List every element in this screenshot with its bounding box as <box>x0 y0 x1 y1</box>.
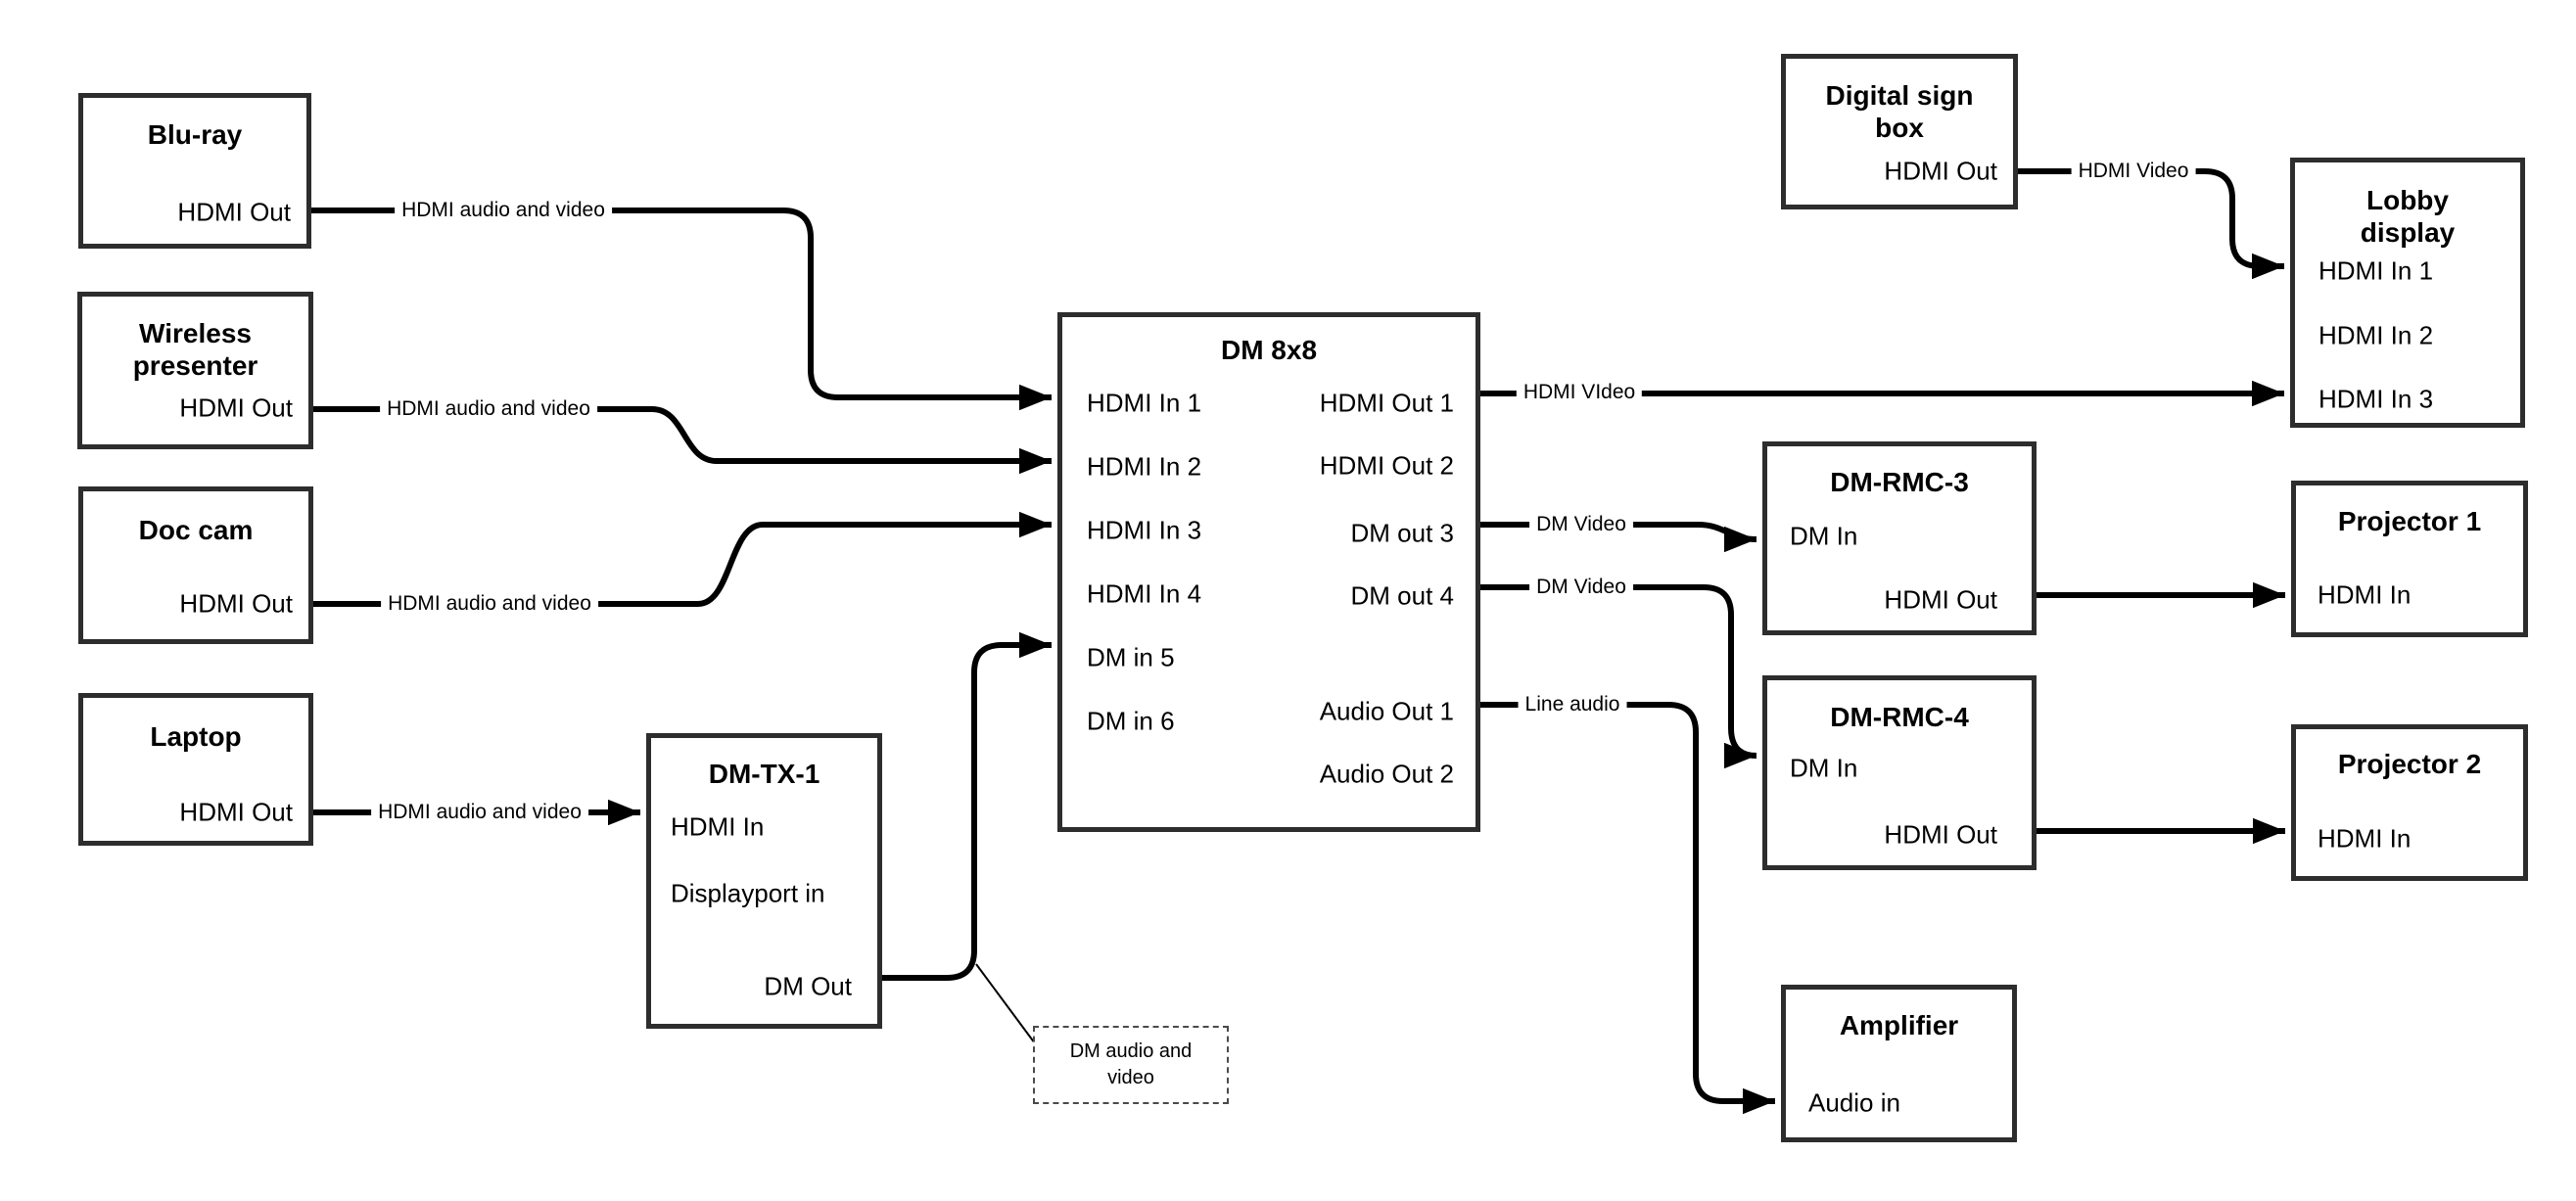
node-title-line1: Lobby <box>2366 185 2449 215</box>
edge-label-wireless: HDMI audio and video <box>380 397 597 421</box>
note-dm-audio-video: DM audio and video <box>1033 1026 1229 1104</box>
port-hdmi-in-4: HDMI In 4 <box>1087 578 1202 609</box>
node-projector-2: Projector 2 HDMI In <box>2291 724 2528 881</box>
port-hdmi-out: HDMI Out <box>179 588 293 619</box>
edge-label-digital-sign: HDMI Video <box>2071 160 2196 183</box>
edge-label-laptop: HDMI audio and video <box>371 801 588 824</box>
port-displayport-in: Displayport in <box>671 878 825 908</box>
edge-wireless-to-dm8x8-in2 <box>313 406 1052 475</box>
edge-dmtx1-to-dm8x8-in5 <box>882 631 1052 981</box>
port-hdmi-in-3: HDMI In 3 <box>2318 384 2434 414</box>
port-hdmi-out: HDMI Out <box>1884 819 1997 850</box>
port-audio-out-1: Audio Out 1 <box>1319 696 1454 726</box>
node-dm-rmc-3: DM-RMC-3 DM In HDMI Out <box>1762 441 2037 635</box>
node-title-line2: presenter <box>132 350 258 381</box>
node-digital-sign-box: Digital sign box HDMI Out <box>1781 54 2018 209</box>
node-dm-rmc-4: DM-RMC-4 DM In HDMI Out <box>1762 675 2037 870</box>
node-title: Doc cam <box>138 515 254 545</box>
port-hdmi-out: HDMI Out <box>179 393 293 423</box>
port-hdmi-in: HDMI In <box>671 811 765 842</box>
port-audio-in: Audio in <box>1808 1087 1900 1118</box>
edge-doccam-to-dm8x8-in3 <box>313 511 1052 607</box>
node-bluray: Blu-ray HDMI Out <box>78 93 311 249</box>
edge-label-hdmi-video-out1: HDMI VIdeo <box>1516 381 1643 404</box>
node-title: Blu-ray <box>147 119 243 150</box>
port-hdmi-in: HDMI In <box>2318 579 2412 610</box>
edge-dm8x8-audio1-to-amp <box>1480 702 1775 1115</box>
port-dm-in-6: DM in 6 <box>1087 706 1175 736</box>
port-audio-out-2: Audio Out 2 <box>1319 759 1454 789</box>
port-hdmi-out: HDMI Out <box>1884 156 1997 186</box>
edge-label-line-audio: Line audio <box>1518 693 1627 716</box>
node-title: DM-TX-1 <box>708 759 820 789</box>
node-title-line1: Wireless <box>139 318 252 348</box>
node-lobby-display: Lobby display HDMI In 1 HDMI In 2 HDMI I… <box>2290 158 2525 428</box>
port-hdmi-out-2: HDMI Out 2 <box>1319 450 1454 481</box>
node-title: Laptop <box>150 721 242 752</box>
node-doc-cam: Doc cam HDMI Out <box>78 486 313 644</box>
port-hdmi-in-2: HDMI In 2 <box>2318 320 2434 350</box>
node-title-line1: Digital sign <box>1825 80 1974 111</box>
port-hdmi-in: HDMI In <box>2318 823 2412 854</box>
node-wireless-presenter: Wireless presenter HDMI Out <box>77 292 313 449</box>
port-hdmi-in-3: HDMI In 3 <box>1087 515 1202 545</box>
node-title: DM-RMC-3 <box>1830 467 1969 497</box>
node-dm-8x8: DM 8x8 HDMI In 1 HDMI In 2 HDMI In 3 HDM… <box>1057 312 1480 832</box>
node-title: Projector 1 <box>2337 506 2482 536</box>
port-hdmi-in-1: HDMI In 1 <box>2318 255 2434 286</box>
node-laptop: Laptop HDMI Out <box>78 693 313 846</box>
edge-digitalsign-to-lobby-in1 <box>2018 168 2284 280</box>
port-hdmi-in-2: HDMI In 2 <box>1087 451 1202 482</box>
port-hdmi-in-1: HDMI In 1 <box>1087 388 1202 418</box>
port-hdmi-out: HDMI Out <box>179 797 293 827</box>
port-dm-out: DM Out <box>764 971 852 1001</box>
node-title: DM-RMC-4 <box>1830 702 1969 732</box>
port-hdmi-out: HDMI Out <box>1884 584 1997 615</box>
note-leader-line <box>975 963 1036 1044</box>
edge-bluray-to-dm8x8-in1 <box>311 208 1052 411</box>
port-dm-out-3: DM out 3 <box>1350 518 1455 548</box>
node-projector-1: Projector 1 HDMI In <box>2291 481 2528 637</box>
note-line1: DM audio and <box>1069 1040 1193 1062</box>
node-title: DM 8x8 <box>1220 335 1318 365</box>
port-dm-in: DM In <box>1790 753 1858 783</box>
note-line2: video <box>1107 1067 1154 1088</box>
edge-dm8x8-out4-to-rmc4 <box>1480 584 1757 769</box>
port-hdmi-out: HDMI Out <box>177 197 291 227</box>
port-dm-in-5: DM in 5 <box>1087 642 1175 672</box>
port-dm-in: DM In <box>1790 521 1858 551</box>
node-dm-tx-1: DM-TX-1 HDMI In Displayport in DM Out <box>646 733 882 1029</box>
edge-label-bluray: HDMI audio and video <box>395 199 612 222</box>
node-amplifier: Amplifier Audio in <box>1781 985 2017 1142</box>
node-title-line2: display <box>2360 217 2456 248</box>
node-title: Amplifier <box>1839 1010 1959 1040</box>
port-hdmi-out-1: HDMI Out 1 <box>1319 388 1454 418</box>
edge-dm8x8-out3-to-rmc3 <box>1480 522 1757 553</box>
node-title: Projector 2 <box>2337 749 2482 779</box>
node-title-line2: box <box>1875 113 1924 143</box>
edge-label-doccam: HDMI audio and video <box>381 592 598 616</box>
edge-label-dm-video-4: DM Video <box>1529 576 1633 599</box>
edge-label-dm-video-3: DM Video <box>1529 513 1633 536</box>
port-dm-out-4: DM out 4 <box>1350 580 1455 611</box>
